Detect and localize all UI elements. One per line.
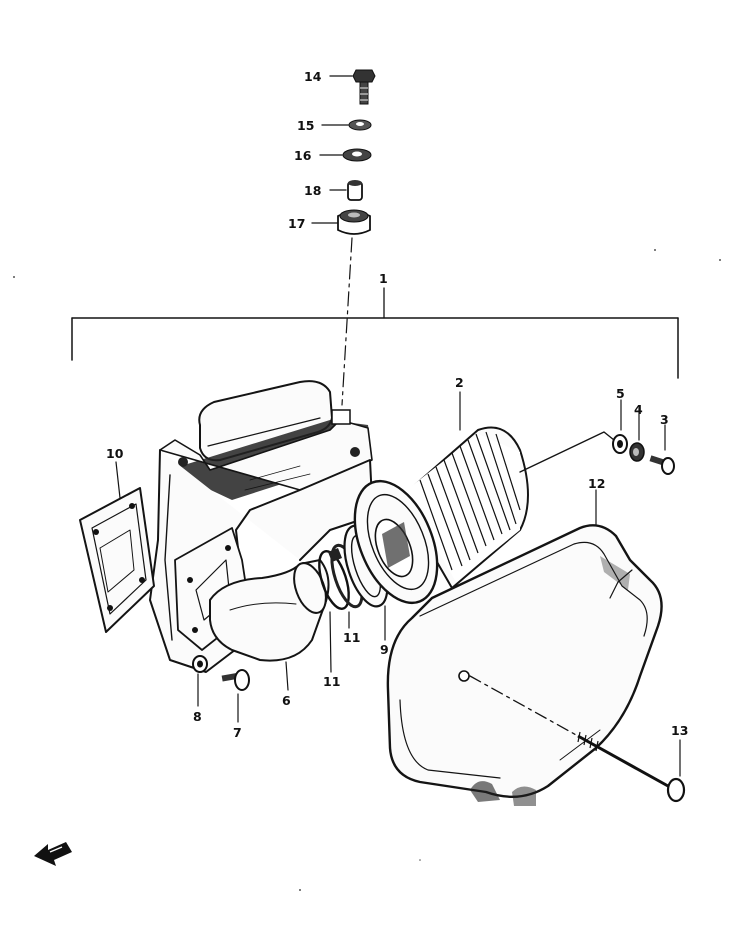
washer-part-5 bbox=[612, 399, 628, 454]
filter-element-part-2 bbox=[353, 391, 615, 605]
callout-labels: 14 15 16 18 17 1 2 5 4 3 10 12 9 11 11 6… bbox=[106, 69, 688, 740]
callout-17: 17 bbox=[288, 216, 305, 231]
cover-part-12 bbox=[386, 489, 663, 806]
spacer-part-18 bbox=[329, 180, 363, 201]
washer-part-16 bbox=[319, 148, 372, 162]
callout-14: 14 bbox=[304, 69, 322, 84]
cushion-part-17 bbox=[311, 209, 371, 235]
front-direction-arrow-icon bbox=[34, 842, 72, 866]
callout-13: 13 bbox=[671, 723, 688, 738]
callout-18: 18 bbox=[304, 183, 321, 198]
top-hardware-stack bbox=[311, 69, 376, 406]
nut-part-4 bbox=[629, 407, 645, 462]
scan-noise bbox=[13, 249, 721, 891]
callout-2: 2 bbox=[455, 375, 464, 390]
callout-5: 5 bbox=[616, 386, 625, 401]
grommet-part-8 bbox=[192, 655, 208, 707]
callout-10: 10 bbox=[106, 446, 124, 461]
bolt-part-14 bbox=[329, 69, 376, 105]
gasket-part-10 bbox=[79, 461, 155, 633]
callout-15: 15 bbox=[297, 118, 314, 133]
screw-part-7 bbox=[221, 669, 250, 723]
callout-6: 6 bbox=[282, 693, 291, 708]
callout-9: 9 bbox=[380, 642, 389, 657]
callout-12: 12 bbox=[588, 476, 605, 491]
intake-pipe-part-6 bbox=[209, 559, 330, 691]
callout-16: 16 bbox=[294, 148, 312, 163]
long-bolt-part-13 bbox=[469, 675, 686, 803]
callout-11b: 11 bbox=[323, 674, 340, 689]
right-hardware bbox=[612, 399, 675, 475]
assembly-centre-line bbox=[341, 237, 353, 406]
callout-4: 4 bbox=[634, 402, 643, 417]
callout-8: 8 bbox=[193, 709, 202, 724]
screw-part-3 bbox=[649, 424, 675, 475]
callout-3: 3 bbox=[660, 412, 669, 427]
assembly-bracket bbox=[71, 287, 679, 379]
clamps-part-11 bbox=[318, 543, 364, 673]
callout-7: 7 bbox=[233, 725, 242, 740]
callout-1: 1 bbox=[379, 271, 388, 286]
callout-11a: 11 bbox=[343, 630, 360, 645]
nut-part-15 bbox=[321, 119, 372, 131]
